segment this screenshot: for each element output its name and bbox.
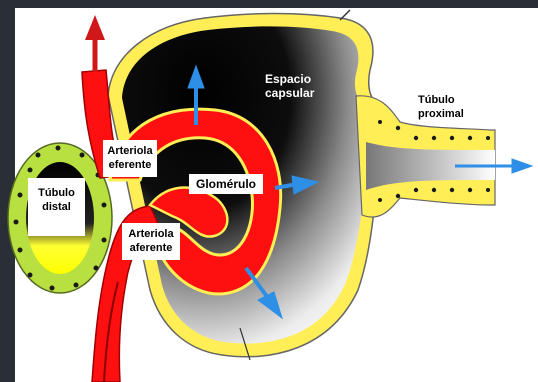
label-glomerulo: Glomérulo [189,177,263,191]
espacio-capsular-line2: capsular [265,86,314,100]
tubulo-distal-line2: distal [28,200,85,214]
tubulo-proximal-line2: proximal [418,107,464,121]
label-arteriola-eferente: Arteriola eferente [103,144,157,172]
label-tubulo-distal: Túbulo distal [28,186,85,214]
tubulo-proximal-line1: Túbulo [418,93,464,107]
arteriola-aferente-line2: aferente [122,241,180,255]
espacio-capsular-line1: Espacio [265,72,314,86]
arteriola-aferente-line1: Arteriola [122,227,180,241]
arteriola-eferente-line2: eferente [103,158,157,172]
label-espacio-capsular: Espacio capsular [265,72,314,100]
label-tubulo-proximal: Túbulo proximal [418,93,464,121]
tubulo-distal-line1: Túbulo [28,186,85,200]
arteriola-eferente-line1: Arteriola [103,144,157,158]
label-arteriola-aferente: Arteriola aferente [122,227,180,255]
glomerulo-text: Glomérulo [189,177,263,191]
